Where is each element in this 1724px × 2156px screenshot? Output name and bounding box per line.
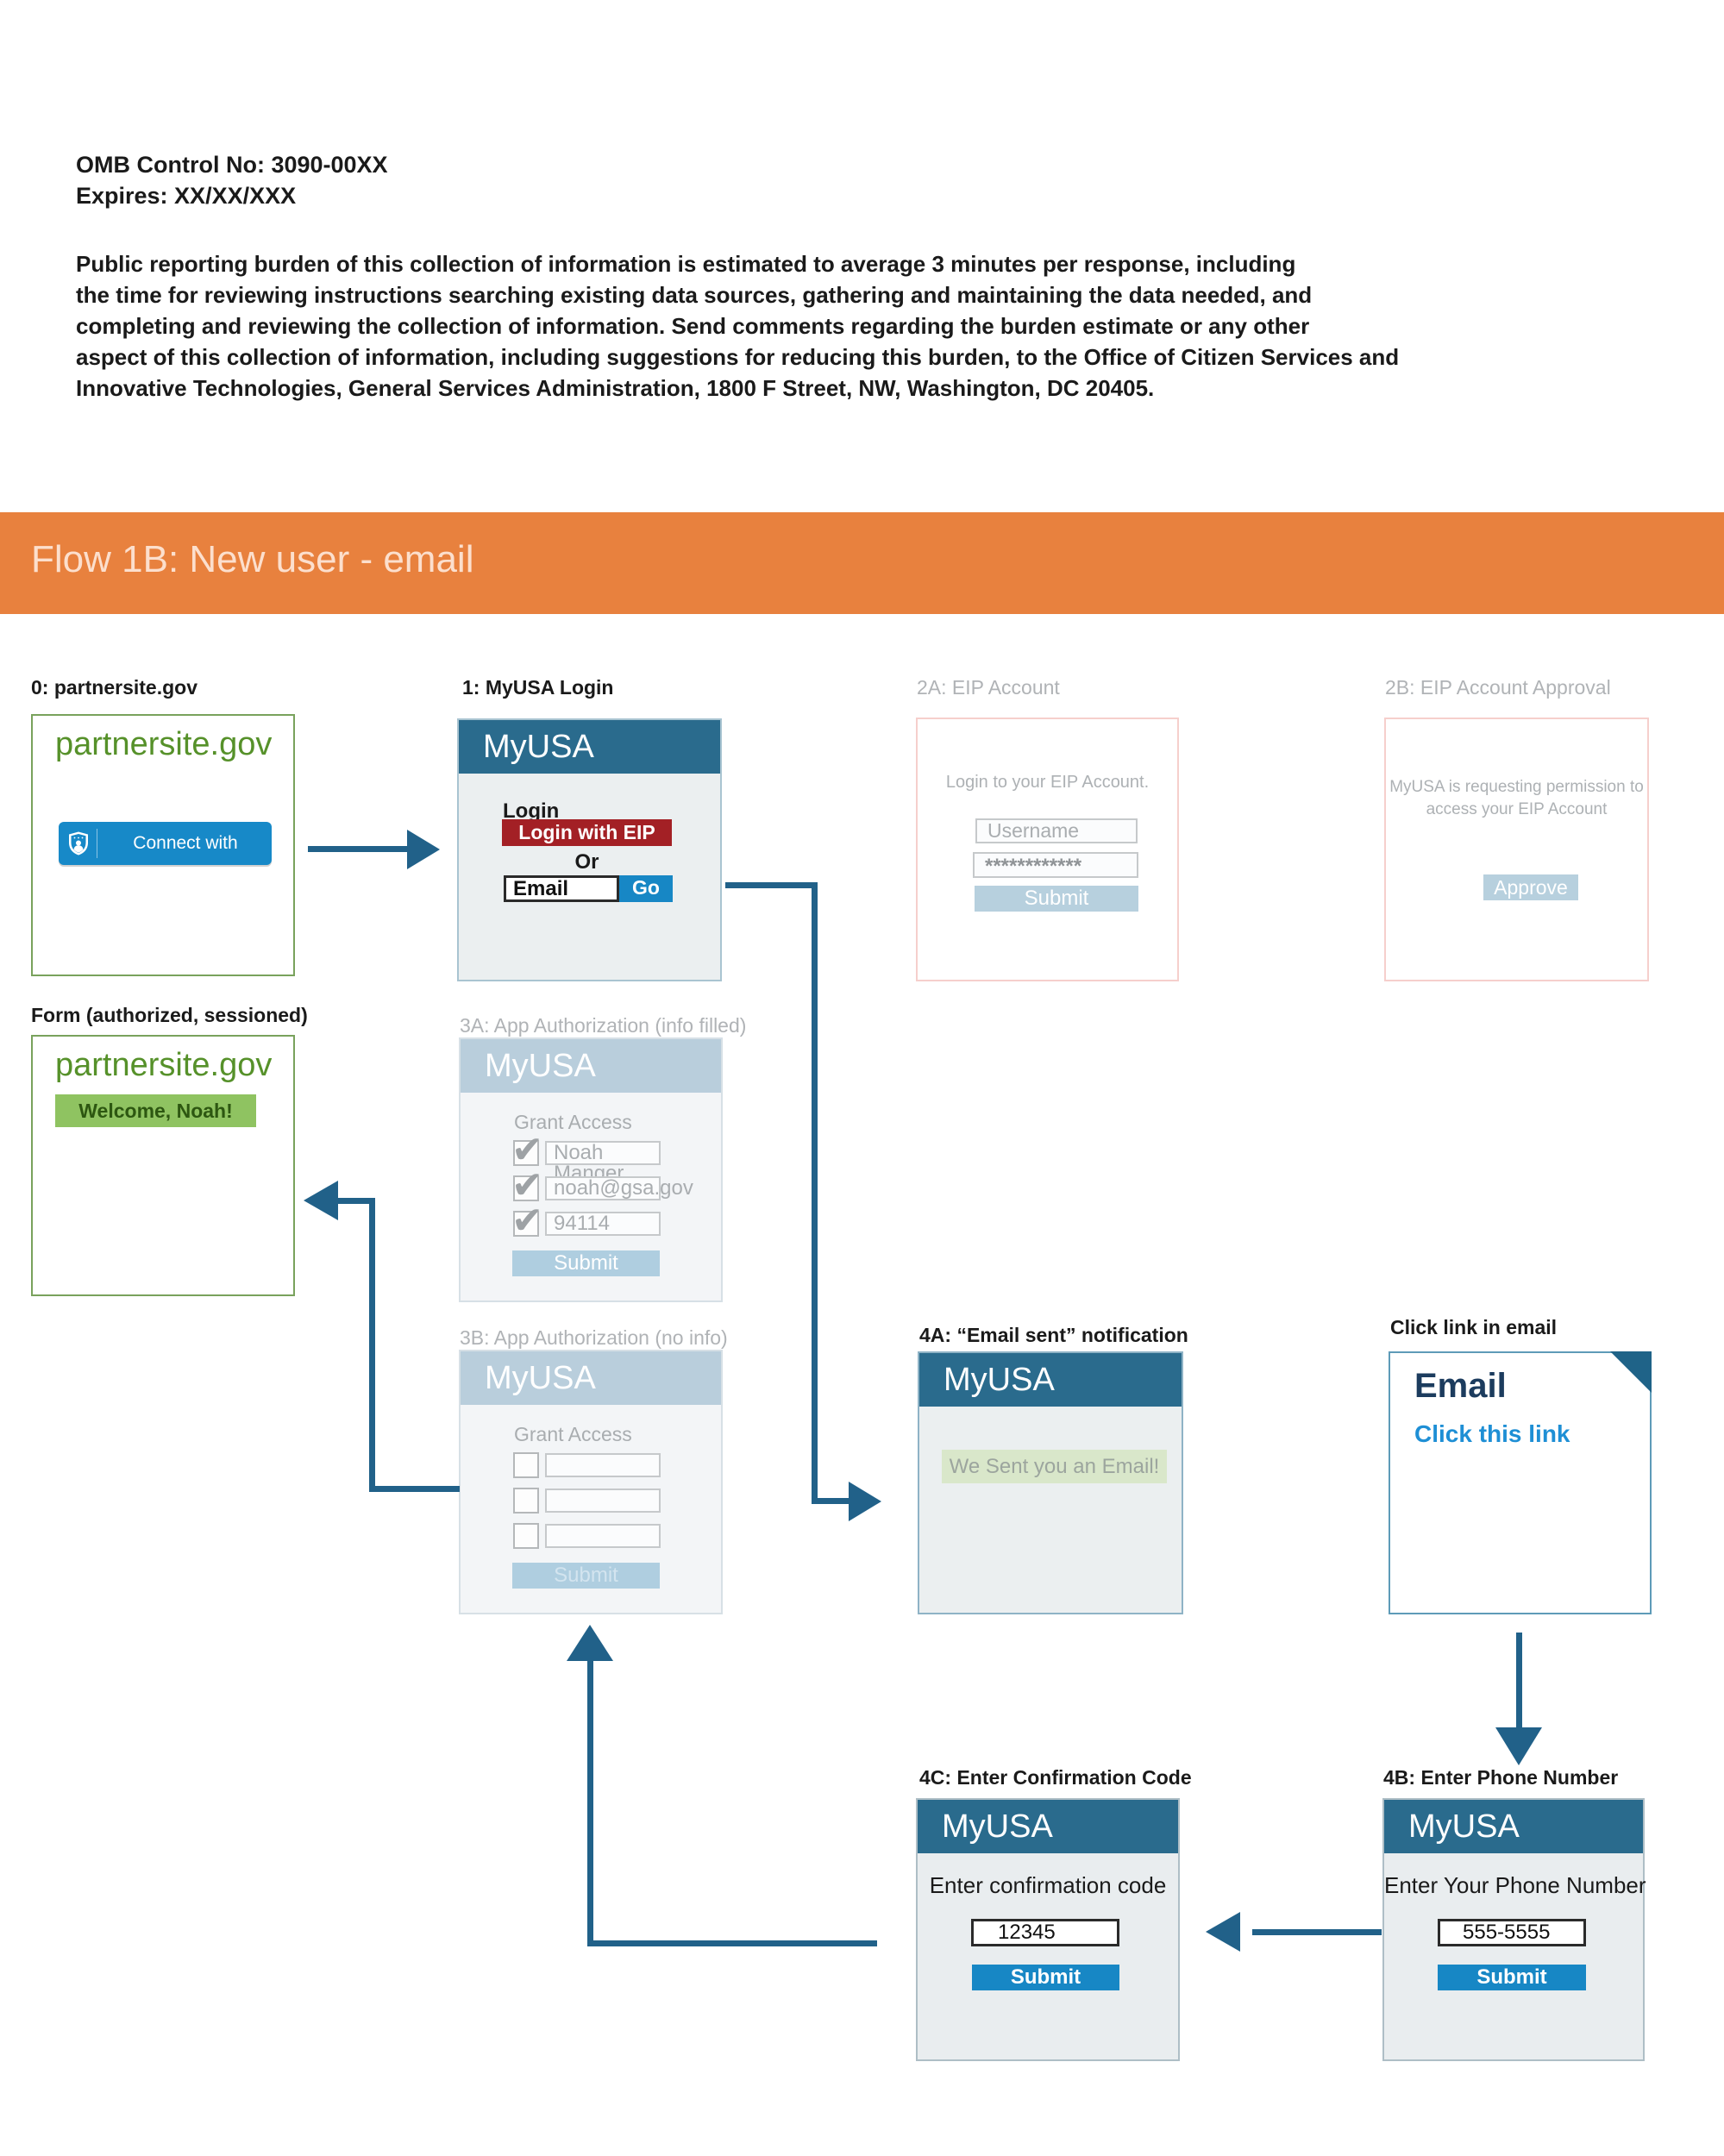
arrowhead-email-to-step4b [1495, 1727, 1542, 1765]
checkbox[interactable] [513, 1523, 539, 1549]
login-label: Login [503, 799, 560, 823]
panel-email-document: Email Click this link [1389, 1351, 1652, 1614]
arrow-step1-to-step4a [812, 882, 818, 1501]
confirmation-prompt: Enter confirmation code [929, 1872, 1167, 1898]
grant-submit-button[interactable]: Submit [512, 1250, 660, 1276]
grant-access-label: Grant Access [514, 1111, 632, 1133]
checkbox[interactable]: ✔ [511, 1199, 543, 1243]
partnersite-title: partnersite.gov [55, 726, 273, 762]
arrowhead-step4b-to-step4c [1206, 1912, 1240, 1952]
login-with-eip-button[interactable]: Login with EIP [502, 819, 672, 846]
arrowhead-step1-to-step4a [849, 1482, 881, 1521]
username-input[interactable]: Username [975, 818, 1138, 843]
arrow-step1-to-step4a [725, 882, 814, 888]
checkbox[interactable] [513, 1452, 539, 1478]
panel-form-authorized: partnersite.gov Welcome, Noah! [31, 1035, 295, 1296]
arrow-step0-to-step1 [308, 846, 410, 852]
arrow-email-to-step4b [1516, 1633, 1522, 1729]
panel-step2b-eip-approval: MyUSA is requesting permission to access… [1384, 718, 1649, 981]
panel-step1-myusa-login: MyUSA Login Login with EIP Or Email Go [457, 718, 722, 981]
email-sent-notice: We Sent you an Email! [942, 1450, 1167, 1483]
checkbox[interactable]: ✔ [511, 1163, 543, 1207]
flow-banner: Flow 1B: New user - email [0, 512, 1724, 614]
arrow-step4c-to-step3b [587, 1940, 877, 1946]
welcome-banner: Welcome, Noah! [55, 1094, 256, 1127]
arrow-step3-to-form [336, 1198, 375, 1204]
arrow-step3-to-form [369, 1200, 375, 1492]
panel-step2a-eip-account: Login to your EIP Account. Username ****… [916, 718, 1179, 981]
step4a-label: 4A: “Email sent” notification [919, 1324, 1188, 1346]
shield-icon [68, 831, 89, 856]
name-field[interactable] [545, 1453, 661, 1477]
arrow-step1-to-step4a [812, 1498, 850, 1504]
flow-title: Flow 1B: New user - email [31, 538, 474, 580]
step3b-label: 3B: App Authorization (no info) [460, 1326, 728, 1349]
grant-submit-button[interactable]: Submit [512, 1563, 660, 1589]
email-field[interactable]: noah@gsa.gov [545, 1176, 693, 1200]
approval-prompt: MyUSA is requesting permission to access… [1389, 778, 1644, 818]
myusa-header: MyUSA [919, 1353, 1182, 1407]
form-label: Form (authorized, sessioned) [31, 1004, 308, 1026]
phone-submit-button[interactable]: Submit [1438, 1965, 1586, 1990]
panel-step4a-email-sent: MyUSA We Sent you an Email! [918, 1351, 1183, 1614]
step4b-label: 4B: Enter Phone Number [1383, 1766, 1619, 1789]
burden-statement: Public reporting burden of this collecti… [76, 251, 1400, 401]
omb-expires: Expires: XX/XX/XXX [76, 183, 297, 209]
omb-control-number: OMB Control No: 3090-00XX [76, 152, 388, 178]
myusa-header: MyUSA [1384, 1800, 1643, 1853]
email-title: Email [1414, 1367, 1507, 1405]
email-doc-label: Click link in email [1390, 1316, 1558, 1338]
connect-with-myusa-button[interactable]: Connect with MyUSA [59, 822, 272, 896]
eip-login-prompt: Login to your EIP Account. [945, 773, 1150, 792]
go-button[interactable]: Go [619, 875, 673, 902]
grant-access-label: Grant Access [514, 1423, 632, 1445]
checkbox[interactable]: ✔ [511, 1128, 543, 1172]
myusa-header: MyUSA [461, 1351, 721, 1405]
or-label: Or [574, 850, 599, 874]
checkbox[interactable] [513, 1488, 539, 1514]
arrowhead-step4c-to-step3b [567, 1625, 613, 1661]
step2b-label: 2B: EIP Account Approval [1385, 676, 1611, 699]
arrowhead-step3-to-form [304, 1181, 338, 1220]
step4c-label: 4C: Enter Confirmation Code [919, 1766, 1192, 1789]
connect-button-label: Connect with MyUSA [133, 833, 238, 896]
password-input[interactable]: ************ [973, 852, 1138, 878]
email-field[interactable] [545, 1489, 661, 1513]
step2a-label: 2A: EIP Account [917, 676, 1060, 699]
arrow-step4b-to-step4c [1252, 1929, 1382, 1935]
checkmark-icon: ✔ [511, 1163, 543, 1207]
panel-step3b-authorization: MyUSA Grant Access Submit [459, 1350, 723, 1614]
email-input[interactable]: Email [504, 875, 619, 902]
myusa-header: MyUSA [461, 1039, 721, 1093]
dog-ear-icon [1610, 1351, 1652, 1393]
zip-field[interactable] [545, 1524, 661, 1548]
zip-field[interactable]: 94114 [545, 1212, 661, 1236]
arrow-step4c-to-step3b [587, 1658, 593, 1946]
name-field[interactable]: Noah Manger [545, 1141, 661, 1184]
arrowhead-step0-to-step1 [407, 830, 440, 869]
email-link[interactable]: Click this link [1414, 1420, 1570, 1447]
confirmation-submit-button[interactable]: Submit [972, 1965, 1119, 1990]
phone-number-input[interactable]: 555-5555 [1438, 1919, 1586, 1946]
checkmark-icon: ✔ [511, 1199, 543, 1243]
panel-step0-partnersite: partnersite.gov Connect with MyUSA [31, 714, 295, 976]
arrow-step3-to-form [371, 1486, 460, 1492]
step0-label: 0: partnersite.gov [31, 676, 197, 699]
step1-label: 1: MyUSA Login [462, 676, 614, 699]
phone-prompt: Enter Your Phone Number [1384, 1872, 1646, 1898]
checkmark-icon: ✔ [511, 1128, 543, 1172]
confirmation-code-input[interactable]: 12345 [971, 1919, 1119, 1946]
panel-step4b-phone: MyUSA Enter Your Phone Number 555-5555 S… [1382, 1798, 1646, 2061]
myusa-header: MyUSA [918, 1800, 1178, 1853]
step3a-label: 3A: App Authorization (info filled) [460, 1014, 747, 1037]
approve-button[interactable]: Approve [1483, 874, 1578, 900]
panel-step3a-authorization: MyUSA Grant Access ✔ Noah Manger ✔ noah@… [459, 1037, 723, 1302]
myusa-header: MyUSA [459, 720, 720, 774]
eip-submit-button[interactable]: Submit [975, 886, 1138, 912]
partnersite-title: partnersite.gov [55, 1047, 273, 1083]
panel-step4c-confirmation: MyUSA Enter confirmation code 12345 Subm… [916, 1798, 1180, 2061]
